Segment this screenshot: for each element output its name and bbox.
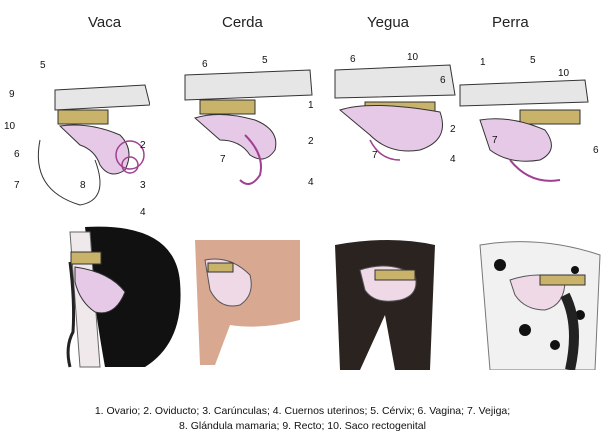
perra-num-4: 4 xyxy=(450,154,456,165)
yegua-num-10: 10 xyxy=(407,52,419,63)
cerda-diagram: 6 5 7 1 2 4 xyxy=(180,40,320,210)
perra-num-6: 6 xyxy=(593,145,599,156)
yegua-num-6b: 6 xyxy=(440,75,446,86)
vaca-num-10: 10 xyxy=(4,121,16,132)
cerda-num-5: 5 xyxy=(262,55,268,66)
perra-diagram: 1 5 10 2 4 7 6 xyxy=(450,40,605,210)
title-perra: Perra xyxy=(492,14,529,31)
cerda-num-4: 4 xyxy=(308,177,314,188)
cerda-num-6: 6 xyxy=(202,59,208,70)
vaca-num-6: 6 xyxy=(14,149,20,160)
cerda-num-7: 7 xyxy=(220,154,226,165)
title-cerda: Cerda xyxy=(222,14,263,31)
perra-num-1: 1 xyxy=(480,57,486,68)
vaca-num-4: 4 xyxy=(140,207,146,218)
perra-num-10: 10 xyxy=(558,68,570,79)
vaca-num-8: 8 xyxy=(80,180,86,191)
perra-num-2: 2 xyxy=(450,124,456,135)
cerda-photo xyxy=(190,235,305,365)
vaca-num-2: 2 xyxy=(140,140,146,151)
yegua-photo xyxy=(330,235,440,370)
vaca-diagram: 5 9 10 6 7 8 1 2 3 4 xyxy=(0,40,150,220)
perra-photo xyxy=(470,235,605,370)
vaca-photo xyxy=(25,222,185,372)
yegua-num-7: 7 xyxy=(372,150,378,161)
cerda-num-2: 2 xyxy=(308,136,314,147)
caption-line-2: 8. Glándula mamaria; 9. Recto; 10. Saco … xyxy=(0,419,605,433)
yegua-num-6: 6 xyxy=(350,54,356,65)
perra-num-5: 5 xyxy=(530,55,536,66)
vaca-num-3: 3 xyxy=(140,180,146,191)
title-yegua: Yegua xyxy=(367,14,409,31)
vaca-num-9: 9 xyxy=(9,89,15,100)
caption-line-1: 1. Ovario; 2. Oviducto; 3. Carúnculas; 4… xyxy=(0,404,605,418)
cerda-num-1: 1 xyxy=(308,100,314,111)
perra-num-7: 7 xyxy=(492,135,498,146)
vaca-num-7: 7 xyxy=(14,180,20,191)
title-vaca: Vaca xyxy=(88,14,121,31)
yegua-diagram: 6 10 6 7 xyxy=(330,40,460,210)
vaca-num-5: 5 xyxy=(40,60,46,71)
